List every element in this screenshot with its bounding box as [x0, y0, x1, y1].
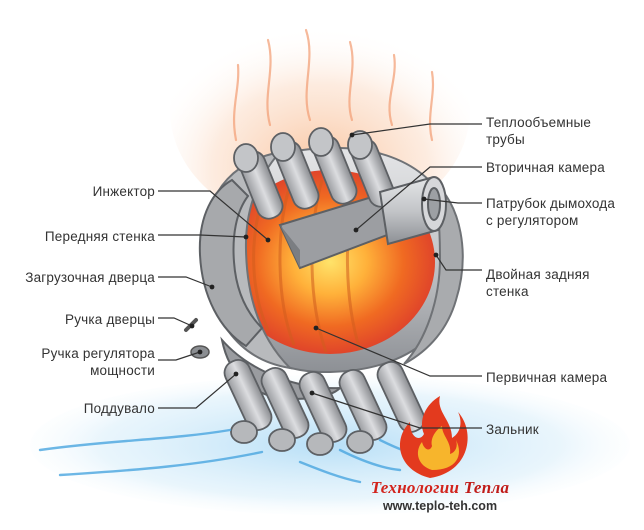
label-front-wall-text: Передняя стенка	[44, 229, 155, 244]
brand-name-part2: Тепла	[463, 478, 510, 497]
label-double-back-wall: Двойная задняя стенка	[486, 266, 590, 300]
label-power-regulator-handle: Ручка регулятора мощности	[41, 345, 155, 379]
label-secondary-chamber: Вторичная камера	[486, 159, 605, 176]
label-door-handle-text: Ручка дверцы	[65, 312, 155, 327]
label-ash-pit-text: Поддувало	[83, 401, 155, 416]
label-double-back-wall-text: Двойная задняя стенка	[486, 267, 590, 299]
label-heat-tubes: Теплообъемные трубы	[486, 114, 591, 148]
label-injector: Инжектор	[93, 183, 155, 200]
leader-lines	[158, 123, 482, 429]
label-grate-text: Зальник	[486, 422, 539, 437]
label-heat-tubes-text: Теплообъемные трубы	[486, 115, 592, 147]
label-secondary-chamber-text: Вторичная камера	[486, 160, 605, 175]
chimney-pipe	[378, 176, 447, 246]
label-loading-door: Загрузочная дверца	[25, 269, 155, 286]
label-grate: Зальник	[486, 421, 539, 438]
label-primary-chamber: Первичная камера	[486, 369, 607, 386]
label-loading-door-text: Загрузочная дверца	[25, 270, 155, 285]
double-back-wall	[403, 177, 464, 365]
brand-name: Технологии Тепла	[340, 478, 540, 498]
brand-name-part1: Технологии	[370, 478, 460, 497]
bottom-tubes	[223, 359, 426, 456]
loading-door	[198, 178, 264, 348]
label-chimney-pipe-text: Патрубок дымохода с регулятором	[486, 196, 616, 228]
label-front-wall: Передняя стенка	[45, 228, 155, 245]
brand-block: Технологии Тепла www.teplo-teh.com	[340, 478, 540, 513]
label-injector-text: Инжектор	[92, 184, 155, 199]
hot-air-arrows	[232, 28, 435, 142]
top-heat-tubes	[233, 127, 396, 220]
label-ash-pit: Поддувало	[84, 400, 155, 417]
label-chimney-pipe: Патрубок дымохода с регулятором	[486, 195, 615, 229]
brand-url: www.teplo-teh.com	[382, 499, 498, 513]
flame-logo-icon	[399, 396, 468, 478]
label-door-handle: Ручка дверцы	[65, 311, 155, 328]
label-power-regulator-handle-text: Ручка регулятора мощности	[41, 346, 155, 378]
label-primary-chamber-text: Первичная камера	[486, 370, 608, 385]
